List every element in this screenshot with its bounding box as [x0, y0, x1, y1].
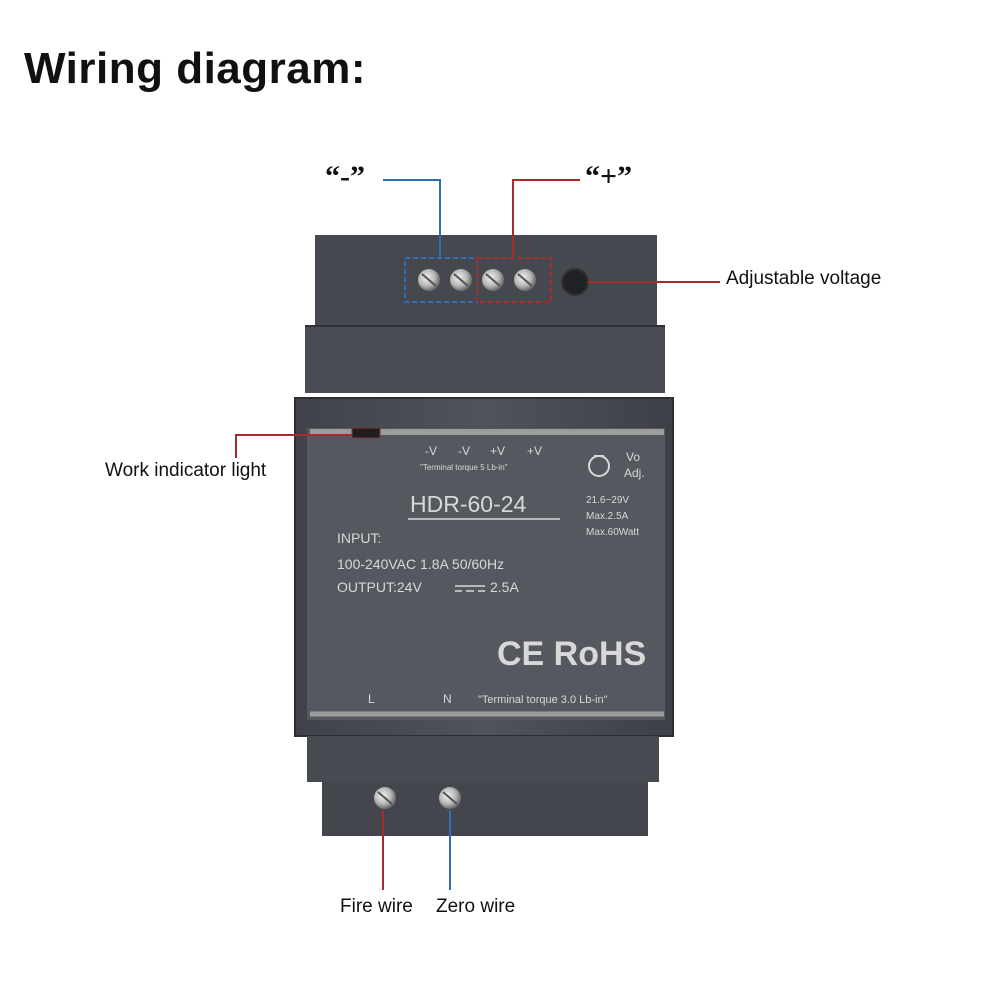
top-screw-4	[514, 269, 536, 291]
input-label: INPUT:	[337, 530, 381, 546]
terminal-label-3: +V	[490, 444, 505, 458]
bottom-terminal-block	[322, 782, 648, 836]
terminal-label-4: +V	[527, 444, 542, 458]
ce-rohs-mark: CE RoHS	[497, 635, 646, 673]
work-indicator-led	[351, 427, 381, 439]
adjustable-voltage-callout: Adjustable voltage	[726, 268, 882, 289]
bottom-screw-l	[374, 787, 396, 809]
output-label: OUTPUT:24V	[337, 579, 422, 595]
fire-wire-callout: Fire wire	[340, 896, 413, 917]
model-number: HDR-60-24	[410, 491, 527, 517]
minus-callout: “-”	[325, 160, 365, 193]
terminal-n-label: N	[443, 692, 452, 706]
vo-label: Vo	[626, 450, 640, 464]
zero-wire-callout: Zero wire	[436, 896, 516, 917]
upper-shoulder	[305, 325, 665, 393]
bottom-torque-text: "Terminal torque 3.0 Lb-in"	[478, 694, 608, 706]
terminal-label-1: -V	[425, 444, 437, 458]
top-screw-1	[418, 269, 440, 291]
dc-symbol-icon	[455, 585, 485, 592]
voltage-adjust-knob	[561, 268, 589, 296]
minus-leader-line	[383, 179, 441, 258]
terminal-l-label: L	[368, 692, 375, 706]
top-torque-text: "Terminal torque 5 Lb-in"	[420, 463, 508, 472]
bottom-screw-n	[439, 787, 461, 809]
plus-callout: “+”	[585, 160, 633, 193]
adj-label: Adj.	[624, 466, 645, 480]
diagram-title: Wiring diagram:	[24, 44, 367, 93]
top-screw-3	[482, 269, 504, 291]
plus-leader-line	[512, 179, 580, 258]
spec-max-watt: Max.60Watt	[586, 527, 639, 538]
indicator-leader-line	[235, 434, 352, 458]
work-indicator-callout: Work indicator light	[105, 460, 267, 481]
spec-voltage-range: 21.6~29V	[586, 495, 629, 506]
lower-shoulder	[307, 736, 659, 782]
output-current: 2.5A	[490, 579, 519, 595]
input-value: 100-240VAC 1.8A 50/60Hz	[337, 556, 504, 572]
spec-max-current: Max.2.5A	[586, 511, 629, 522]
front-label-panel	[307, 428, 665, 720]
terminal-label-2: -V	[458, 444, 470, 458]
vo-adj-icon	[588, 455, 610, 477]
top-screw-2	[450, 269, 472, 291]
